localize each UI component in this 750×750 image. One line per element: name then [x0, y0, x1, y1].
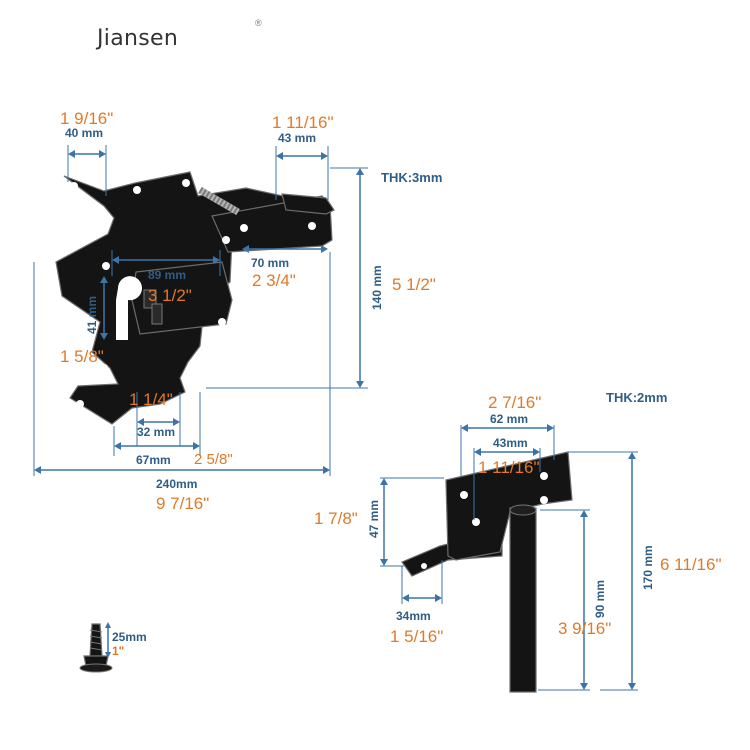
- dim-slot-mm: 41 mm: [85, 296, 99, 334]
- screw-shank: [89, 623, 103, 657]
- keeper-pin: [509, 507, 537, 693]
- latch-slot: [116, 276, 142, 340]
- dim-top-right-inch: 1 11/16": [272, 113, 334, 132]
- dim-hole-span-mm: 43mm: [493, 436, 528, 450]
- dim-top-right-mm: 43 mm: [278, 131, 316, 145]
- dim-top-left-inch: 1 9/16": [60, 109, 113, 128]
- dim-plate-width-mm: 62 mm: [490, 412, 528, 426]
- dim-total-inch: 9 7/16": [156, 494, 209, 513]
- screw: 25mm 1": [79, 622, 147, 673]
- latch-dimensions: 1 9/16" 40 mm 1 11/16" 43 mm THK:3mm 89 …: [33, 109, 442, 513]
- dim-height-mm: 140 mm: [370, 265, 384, 310]
- dim-hole-span-inch: 1 11/16": [478, 458, 540, 477]
- latch-bar-flange: [281, 193, 335, 215]
- latch-spring: [198, 186, 240, 216]
- dim-pin-length-mm: 90 mm: [593, 580, 607, 618]
- dim-base-width-mm: 34mm: [396, 609, 431, 623]
- dim-bar-width-mm: 70 mm: [251, 256, 289, 270]
- latch-thickness: THK:3mm: [381, 170, 442, 185]
- keeper-thickness: THK:2mm: [606, 390, 667, 405]
- dim-base-width-inch: 1 5/16": [390, 627, 443, 646]
- dim-total-height-mm: 170 mm: [641, 545, 655, 590]
- dim-bottom-small-inch: 1 1/4": [129, 390, 173, 409]
- dim-slot-inch: 1 5/8": [60, 347, 104, 366]
- registered-mark: ®: [255, 18, 262, 28]
- dim-plate-height-inch: 1 7/8": [314, 509, 358, 528]
- dim-plate-height-mm: 47 mm: [367, 500, 381, 538]
- dim-bottom-mid-inch: 2 5/8": [194, 451, 233, 468]
- dim-top-left-mm: 40 mm: [65, 126, 103, 140]
- dim-bottom-mid-mm: 67mm: [136, 453, 171, 467]
- dim-bar-width-inch: 2 3/4": [252, 271, 296, 290]
- latch-body: [44, 171, 335, 425]
- keeper-dimensions: THK:2mm 2 7/16" 62 mm 43mm 1 11/16" 47 m…: [314, 390, 722, 691]
- dim-total-height-inch: 6 11/16": [660, 555, 722, 574]
- dim-plate-width-inch: 2 7/16": [488, 393, 541, 412]
- keeper-body: [401, 451, 573, 693]
- screw-length-inch: 1": [112, 644, 124, 658]
- dim-bottom-small-mm: 32 mm: [137, 425, 175, 439]
- dim-mid-width-inch: 3 1/2": [148, 286, 192, 305]
- dim-height-inch: 5 1/2": [392, 275, 436, 294]
- dim-total-mm: 240mm: [156, 477, 197, 491]
- brand-logo: Jiansen: [97, 26, 179, 51]
- screw-length-mm: 25mm: [112, 630, 147, 644]
- latch-holes: [44, 179, 316, 408]
- dim-pin-length-inch: 3 9/16": [558, 619, 611, 638]
- dim-mid-width-mm: 89 mm: [148, 268, 186, 282]
